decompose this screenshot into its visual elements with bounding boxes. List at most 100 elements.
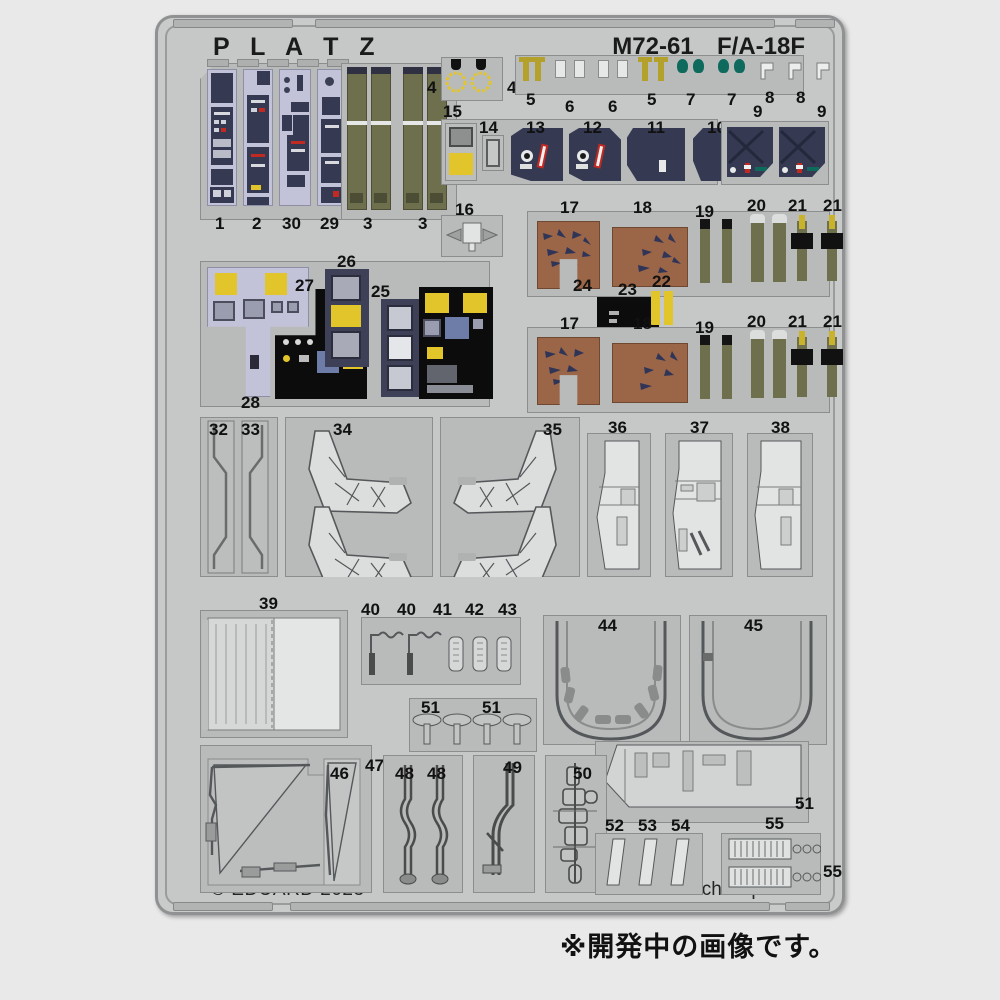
part-number-17: 17 (560, 314, 579, 333)
part-34-seat-frame (308, 430, 412, 577)
part-number-27: 27 (295, 276, 314, 295)
part-number-47: 47 (365, 756, 384, 775)
part-number-23: 23 (618, 280, 637, 299)
part-5-lever (523, 59, 529, 81)
development-notice-jp: ※開発中の画像です。 (560, 932, 837, 963)
part-number-42: 42 (465, 600, 484, 619)
part-number-15: 15 (443, 102, 462, 121)
part-number-7: 7 (727, 90, 737, 109)
part-5-lever (535, 59, 541, 81)
part-8-hooks (760, 62, 830, 80)
part-number-1: 1 (215, 214, 225, 233)
part-5-lever-head (654, 57, 668, 62)
part-number-21: 21 (788, 196, 807, 215)
part-20-belt-buckle (750, 214, 765, 282)
sprue-tab (267, 59, 289, 67)
part-number-20: 20 (747, 196, 766, 215)
part-3-seatbelt (403, 67, 423, 210)
part-number-32: 32 (209, 420, 228, 439)
part-number-12: 12 (583, 118, 602, 137)
part-number-33: 33 (241, 420, 260, 439)
part-25-sidewall (381, 299, 419, 397)
part-21-belt-clip (821, 331, 843, 397)
part-number-49: 49 (503, 758, 522, 777)
part-number-28: 28 (241, 393, 260, 412)
part-51-handles (412, 713, 532, 745)
part-21-belt-clip (821, 215, 843, 281)
part-5-lever-head (638, 57, 652, 62)
part-number-5: 5 (526, 90, 536, 109)
part-number-6: 6 (565, 97, 575, 116)
part-13-seat-side (511, 128, 563, 181)
part-3-seatbelt (371, 67, 391, 210)
part-24-sidewall (419, 287, 493, 399)
part-number-44: 44 (598, 616, 617, 635)
part-number-16: 16 (455, 200, 474, 219)
part-number-48: 48 (395, 764, 414, 783)
part-46-47-doors (205, 758, 361, 886)
part-number-9: 9 (753, 102, 763, 121)
sprue-tab (297, 59, 319, 67)
part-number-8: 8 (796, 88, 806, 107)
part-number-21: 21 (788, 312, 807, 331)
part-50-nose-gear (553, 763, 598, 884)
part-44-intake-ring (555, 621, 667, 741)
part-5-lever-head (519, 57, 533, 62)
part-number-38: 38 (771, 418, 790, 437)
part-number-7: 7 (686, 90, 696, 109)
fret-rail-bottom-right (785, 902, 830, 911)
part-number-55: 55 (823, 862, 842, 881)
part-19-belt-strap (722, 335, 732, 399)
part-26-sidewall (325, 269, 369, 367)
brand-logo-platz: P L A T Z (213, 33, 382, 61)
part-number-45: 45 (744, 616, 763, 635)
part-7-ring (734, 59, 745, 73)
part-19-belt-strap (722, 219, 732, 283)
part-number-43: 43 (498, 600, 517, 619)
part-55-ladder-details (728, 838, 821, 888)
carrier-parts-40-43 (361, 617, 521, 685)
part-40-43-details (369, 631, 512, 675)
part-number-21: 21 (823, 312, 842, 331)
part-20-belt-buckle (772, 214, 787, 282)
part-45-intake-ring (701, 621, 813, 741)
part-22-strip (651, 291, 660, 325)
part-number-18: 18 (633, 198, 652, 217)
part-30-console (279, 69, 311, 206)
part-number-17: 17 (560, 198, 579, 217)
fret-rail-top-left (173, 19, 293, 28)
part-6-tab (598, 60, 609, 78)
part-9-headbox (779, 127, 825, 177)
part-6-tab (574, 60, 585, 78)
part-number-4: 4 (427, 78, 437, 97)
part-number-51: 51 (795, 794, 814, 813)
part-19-belt-strap (700, 335, 710, 399)
part-5-lever (658, 59, 664, 81)
part-11-seat-back (627, 128, 685, 181)
part-2-instrument-panel (243, 69, 273, 206)
part-number-51: 51 (421, 698, 440, 717)
fret-rail-bottom-mid (290, 902, 770, 911)
part-22-strip (664, 291, 673, 325)
part-20-belt-buckle (750, 330, 765, 398)
part-21-belt-clip (791, 215, 813, 281)
part-21-belt-clip (791, 331, 813, 397)
part-6-tab (617, 60, 628, 78)
fret-rail-top-right (795, 19, 835, 28)
photoetch-fret-sheet: P L A T Z M72-61 F/A-18F © EDUARD 2023 M… (155, 15, 845, 915)
part-number-50: 50 (573, 764, 592, 783)
part-number-52: 52 (605, 816, 624, 835)
part-51-bay-plate (604, 744, 802, 808)
part-12-seat-side (569, 128, 621, 181)
part-number-26: 26 (337, 252, 356, 271)
part-number-14: 14 (479, 118, 498, 137)
part-number-40: 40 (361, 600, 380, 619)
part-7-ring (693, 59, 704, 73)
part-number-30: 30 (282, 214, 301, 233)
part-number-4: 4 (507, 78, 517, 97)
part-number-51: 51 (482, 698, 501, 717)
part-1-instrument-panel (207, 69, 237, 206)
part-5-lever-head (531, 57, 545, 62)
part-14-frame (482, 135, 504, 171)
part-15-ejection-handles (445, 59, 499, 97)
